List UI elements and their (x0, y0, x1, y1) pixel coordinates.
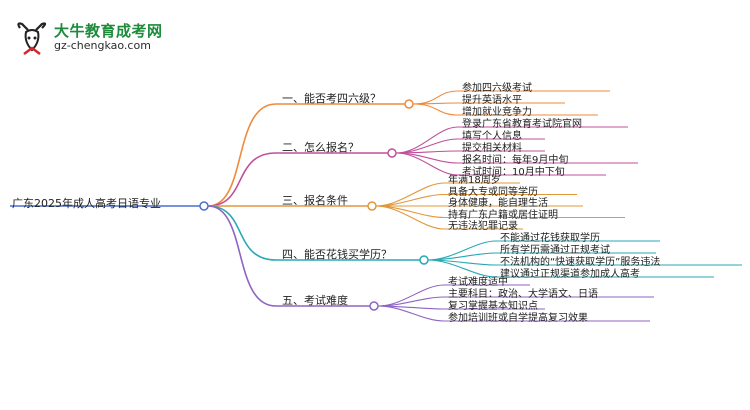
branch-connector (207, 152, 277, 207)
branch-handle (369, 301, 379, 311)
ox-logo-icon (17, 22, 47, 55)
leaf-label: 无违法犯罪记录 (448, 221, 518, 232)
branch-label: 五、考试难度 (282, 294, 348, 307)
branch-label: 一、能否考四六级？ (282, 92, 381, 105)
branch-handle (419, 255, 429, 265)
leaf-label: 所有学历需通过正规考试 (500, 245, 610, 256)
leaf-label: 考试难度适中 (448, 277, 508, 288)
leaf-label: 具备大专或同等学历 (448, 186, 538, 198)
mindmap-root: 广东2025年成人高考日语专业 (12, 197, 161, 210)
branch-label: 三、报名条件 (282, 194, 348, 207)
leaf-label: 主要科目：政治、大学语文、日语 (448, 289, 598, 300)
brand-url: gz-chengkao.com (54, 39, 151, 52)
branch-label: 四、能否花钱买学历？ (282, 248, 392, 261)
leaf-connector (377, 305, 445, 322)
leaf-connector (375, 182, 445, 207)
leaf-label: 提升英语水平 (462, 95, 522, 106)
leaf-label: 报名时间：每年9月中旬 (462, 155, 569, 166)
branch-connector (207, 103, 277, 207)
branch-connector (207, 205, 277, 307)
leaf-connector (412, 103, 459, 116)
leaf-label: 参加四六级考试 (462, 83, 532, 94)
leaf-label: 考试时间：10月中下旬 (462, 167, 565, 178)
leaf-connector (375, 205, 445, 230)
branch-handle (387, 148, 397, 158)
leaf-connector (395, 152, 459, 176)
leaf-label: 建议通过正规渠道参加成人高考 (500, 269, 640, 280)
branch-connector (207, 205, 277, 261)
branch-handle (367, 201, 377, 211)
brand-title: 大牛教育成考网 (54, 22, 163, 40)
leaf-label: 身体健康，能自理生活 (448, 198, 548, 209)
brand-logo[interactable]: 大牛教育成考网 gz-chengkao.com (12, 18, 212, 58)
root-handle (199, 201, 209, 211)
leaf-label: 复习掌握基本知识点 (448, 301, 538, 312)
leaf-label: 增加就业竞争力 (462, 107, 532, 118)
leaf-label: 不法机构的“快速获取学历”服务违法 (500, 257, 661, 268)
leaf-label: 提交相关材料 (462, 143, 522, 154)
leaf-label: 参加培训班或自学提高复习效果 (448, 313, 588, 324)
leaf-connector (377, 284, 445, 307)
leaf-label: 不能通过花钱获取学历 (500, 233, 600, 244)
leaf-connector (412, 90, 459, 105)
branch-handle (404, 99, 414, 109)
leaf-label: 登录广东省教育考试院官网 (462, 119, 582, 130)
leaf-label: 持有广东户籍或居住证明 (448, 209, 558, 221)
leaf-label: 填写个人信息 (462, 131, 522, 142)
leaf-connector (427, 259, 497, 278)
leaf-label: 年满18周岁 (448, 175, 501, 186)
branch-label: 二、怎么报名？ (282, 141, 359, 154)
